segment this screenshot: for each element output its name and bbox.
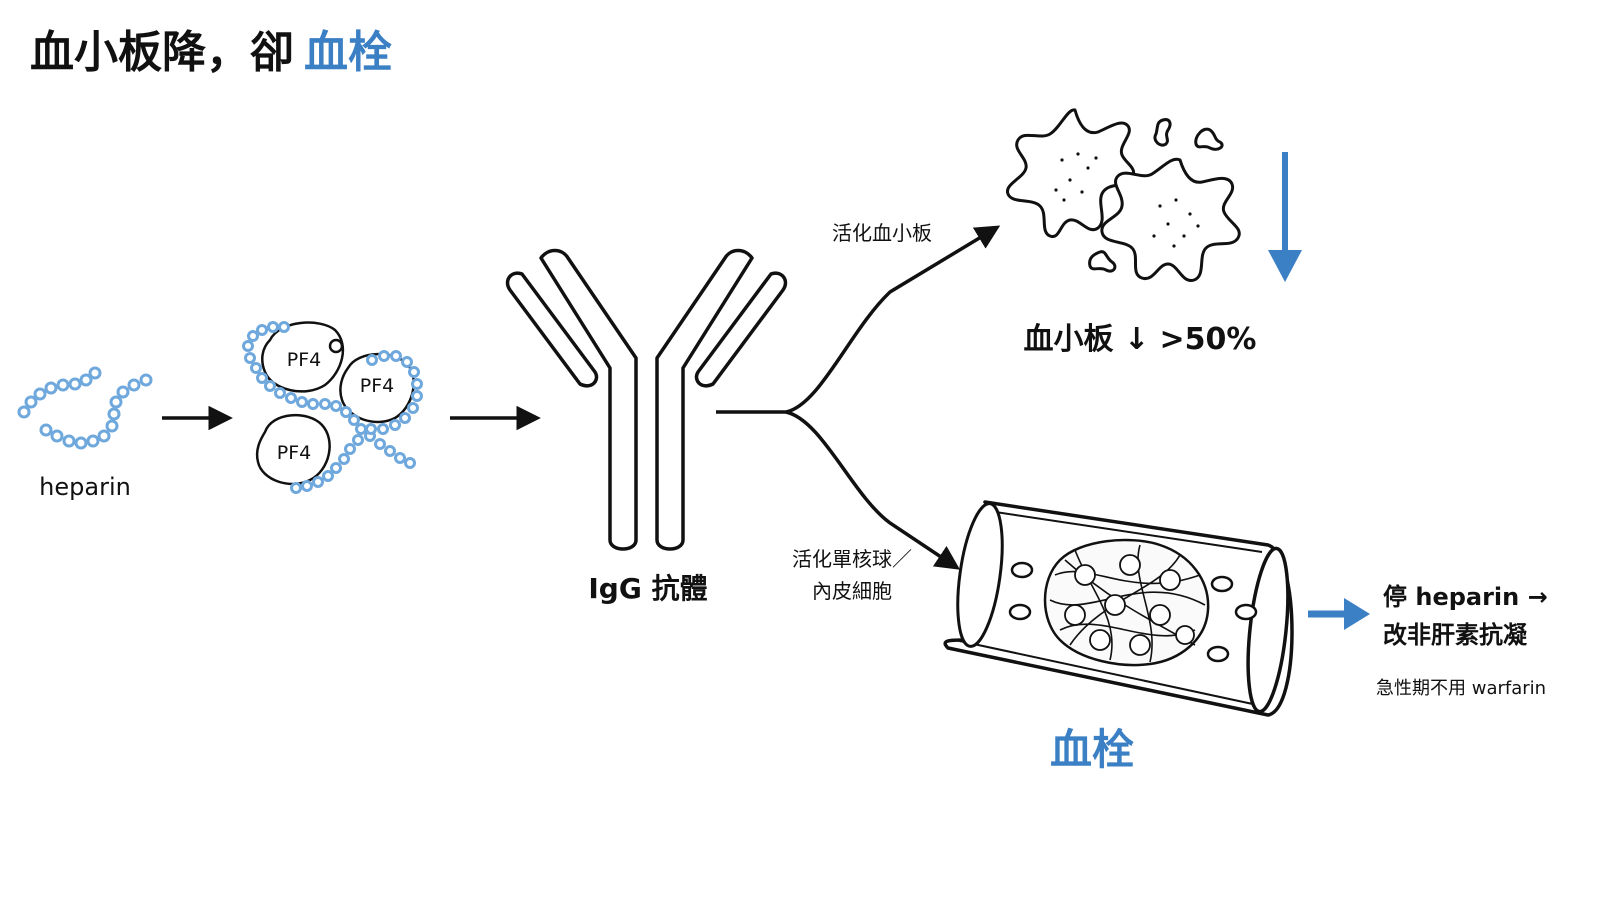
title-text: 血小板降，卻血栓 (30, 27, 392, 78)
pf4-blob-1 (261, 321, 345, 393)
activated-platelet-icon (1006, 108, 1241, 282)
pf4-complex-icon: PF4 PF4 PF4 (242, 321, 423, 494)
advice-line-2: 改非肝素抗凝 (1383, 621, 1528, 649)
advice-line-1: 停 heparin → (1383, 583, 1548, 611)
branch-arrow-upper (716, 225, 1001, 414)
platelet-granules (1054, 152, 1200, 248)
thrombus-label: 血栓 (1050, 725, 1134, 774)
antibody-label: IgG 抗體 (588, 572, 707, 605)
right-arrow-icon (1308, 598, 1370, 630)
vessel-thrombus-icon (943, 500, 1294, 717)
activate-cells-label-line2: 內皮細胞 (812, 579, 892, 603)
heparin-label: heparin (39, 473, 131, 501)
pf4-blob-3 (255, 413, 331, 486)
pf4-label-3: PF4 (277, 442, 311, 464)
activate-cells-label-line1: 活化單核球／ (792, 547, 912, 571)
down-arrow-icon (1268, 152, 1302, 282)
y-antibody-icon (505, 248, 788, 551)
title-highlight: 血栓 (304, 27, 392, 78)
activate-platelet-label: 活化血小板 (832, 221, 932, 245)
title-prefix: 血小板降，卻 (30, 27, 294, 78)
branch-arrow-lower (785, 410, 961, 570)
pf4-label-1: PF4 (287, 349, 321, 371)
pf4-label-2: PF4 (360, 375, 394, 397)
platelet-drop-label: 血小板 ↓ >50% (1024, 322, 1257, 357)
advice-note: 急性期不用 warfarin (1376, 678, 1546, 699)
heparin-chain-icon (17, 366, 153, 450)
